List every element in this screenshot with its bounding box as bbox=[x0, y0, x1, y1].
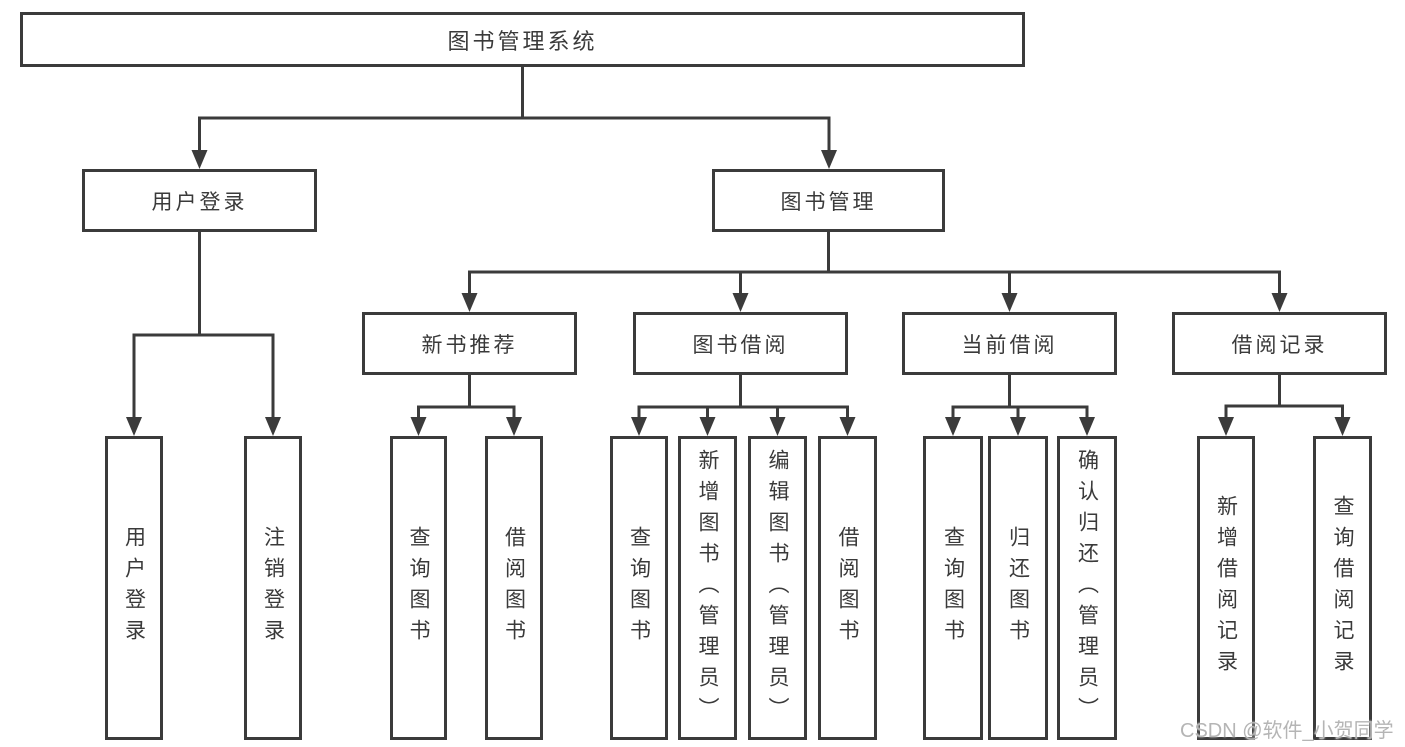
leaf-label: 确认归还（管理员） bbox=[1075, 448, 1099, 728]
leaf-add-borrow-record: 新增借阅记录 bbox=[1197, 436, 1255, 740]
node-label: 当前借阅 bbox=[961, 333, 1058, 357]
leaf-return-books: 归还图书 bbox=[988, 436, 1048, 740]
node-label: 图书管理 bbox=[780, 190, 877, 214]
leaf-label: 编辑图书（管理员） bbox=[766, 448, 790, 728]
leaf-user-login: 用户登录 bbox=[105, 436, 163, 740]
leaf-label: 查询图书 bbox=[627, 526, 651, 650]
node-book-management: 图书管理 bbox=[712, 169, 945, 232]
leaf-confirm-return-admin: 确认归还（管理员） bbox=[1057, 436, 1117, 740]
node-label: 新书推荐 bbox=[421, 333, 518, 357]
leaf-label: 新增图书（管理员） bbox=[696, 448, 720, 728]
leaf-label: 查询图书 bbox=[941, 526, 965, 650]
leaf-query-books-current: 查询图书 bbox=[923, 436, 983, 740]
arrowhead-icons bbox=[126, 150, 1351, 436]
node-new-book-recommendation: 新书推荐 bbox=[362, 312, 577, 375]
leaf-edit-books-admin: 编辑图书（管理员） bbox=[748, 436, 807, 740]
node-current-borrowing: 当前借阅 bbox=[902, 312, 1117, 375]
leaf-label: 新增借阅记录 bbox=[1214, 495, 1238, 681]
leaf-label: 查询借阅记录 bbox=[1331, 495, 1355, 681]
leaf-query-borrow-record: 查询借阅记录 bbox=[1313, 436, 1372, 740]
leaf-label: 借阅图书 bbox=[502, 526, 526, 650]
node-label: 借阅记录 bbox=[1231, 333, 1328, 357]
leaf-borrow-books: 借阅图书 bbox=[818, 436, 877, 740]
node-borrowing-records: 借阅记录 bbox=[1172, 312, 1387, 375]
leaf-label: 查询图书 bbox=[407, 526, 431, 650]
leaf-add-books-admin: 新增图书（管理员） bbox=[678, 436, 737, 740]
leaf-label: 注销登录 bbox=[261, 526, 285, 650]
leaf-label: 用户登录 bbox=[122, 526, 146, 650]
leaf-query-books-recommend: 查询图书 bbox=[390, 436, 447, 740]
node-library-management-system: 图书管理系统 bbox=[20, 12, 1025, 67]
leaf-label: 归还图书 bbox=[1006, 526, 1030, 650]
node-user-login: 用户登录 bbox=[82, 169, 317, 232]
node-label: 图书借阅 bbox=[692, 333, 789, 357]
node-label: 图书管理系统 bbox=[447, 28, 598, 54]
leaf-logout: 注销登录 bbox=[244, 436, 302, 740]
leaf-borrow-books-recommend: 借阅图书 bbox=[485, 436, 543, 740]
node-label: 用户登录 bbox=[151, 190, 248, 214]
leaf-label: 借阅图书 bbox=[836, 526, 860, 650]
csdn-watermark: CSDN @软件_小贺同学 bbox=[1180, 720, 1394, 742]
leaf-query-books-borrow: 查询图书 bbox=[610, 436, 668, 740]
node-book-borrowing: 图书借阅 bbox=[633, 312, 848, 375]
